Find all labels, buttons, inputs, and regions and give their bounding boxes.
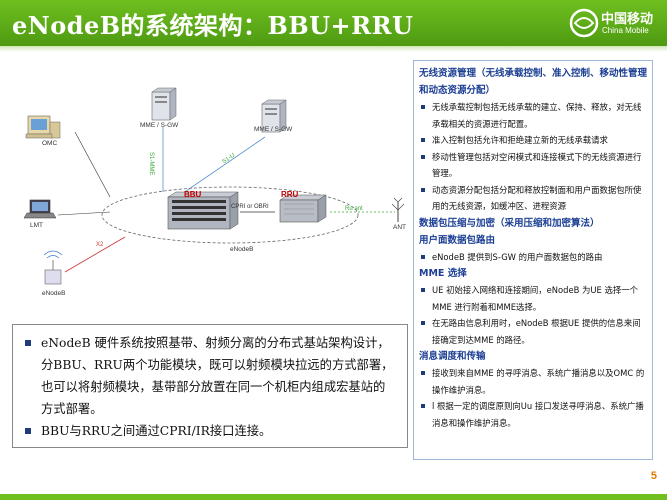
section-heading: MME 选择 (419, 268, 467, 279)
x2-link-label: X2 (96, 242, 104, 248)
square-bullet-icon (421, 105, 425, 109)
enodeb-center-label: eNodeB (230, 246, 254, 253)
mme-sgw-label-1: MME / S-GW (140, 122, 179, 129)
logo-text-zh: 中国移动 (601, 12, 654, 27)
square-bullet-icon (421, 371, 425, 375)
cpri-link-label: CPRI or OBRI (231, 204, 269, 210)
logo-text-en: China Mobile (602, 26, 649, 35)
section-list: 无线承载控制包括无线承载的建立、保持、释放，对无线承载相关的资源进行配置。 准入… (419, 99, 648, 215)
list-item: 移动性管理包括对空闲模式和连接模式下的无线资源进行管理。 (419, 149, 648, 182)
lmt-label: LMT (30, 222, 43, 229)
square-bullet-icon (421, 288, 425, 292)
list-item: eNodeB 硬件系统按照基带、射频分离的分布式基站架构设计，分BBU、RRU两… (23, 332, 397, 420)
ant-label: ANT (393, 224, 406, 231)
square-bullet-icon (421, 254, 425, 259)
mme-server-icon-1 (151, 87, 177, 121)
square-bullet-icon (421, 187, 425, 192)
bbu-label: BBU (184, 190, 202, 199)
enodeb-device-icon (43, 250, 63, 285)
ant-antenna-icon (391, 197, 405, 222)
enodeb-architecture-diagram: MME / S-GW MME / S-GW OMC LMT eNodeB eNo… (0, 52, 412, 314)
s1-u-line (169, 136, 266, 203)
rru-label: RRU (281, 190, 299, 199)
list-item: eNodeB 提供到S-GW 的用户面数据包的路由 (419, 249, 648, 266)
lmt-laptop-icon (23, 199, 57, 219)
square-bullet-icon (25, 428, 31, 434)
section-heading: 数据包压缩与加密（采用压缩和加密算法） (419, 217, 600, 229)
slide-title: eNodeB的系统架构：BBU+RRU (12, 11, 414, 40)
x2-line (64, 236, 126, 273)
list-item: BBU与RRU之间通过CPRI/IR接口连接。 (23, 420, 397, 442)
omc-line (74, 131, 111, 198)
section-heading: 无线资源管理（无线承载控制、准入控制、移动性管理和动态资源分配） (419, 68, 648, 96)
page-number: 5 (650, 470, 657, 482)
square-bullet-icon (25, 340, 31, 346)
list-item: 在无路由信息利用时，eNodeB 根据UE 提供的信息来间接确定到达MME 的路… (419, 315, 648, 348)
list-item: 准入控制包括允许和拒绝建立新的无线承载请求 (419, 132, 648, 149)
title-divider (0, 46, 667, 52)
lmt-line (57, 211, 111, 216)
square-bullet-icon (421, 404, 425, 408)
s1-mme-link-label: S1-MME (148, 152, 154, 176)
hardware-bullet-list: eNodeB 硬件系统按照基带、射频分离的分布式基站架构设计，分BBU、RRU两… (13, 325, 407, 442)
mme-sgw-label-2: MME / S-GW (254, 126, 293, 133)
title-bar: eNodeB的系统架构：BBU+RRU 中国移动 China Mobile (0, 0, 667, 46)
footer-bar (0, 494, 667, 500)
omc-label: OMC (42, 140, 58, 147)
section-heading: 消息调度和传输 (419, 351, 486, 362)
list-item: 动态资源分配包括分配和释放控制面和用户面数据包所使用的无线资源，如缓冲区、进程资… (419, 182, 648, 215)
china-mobile-logo-icon (569, 8, 599, 38)
diagram-graphics (23, 87, 405, 285)
enodeb-ellipse (101, 186, 359, 244)
rru-box-icon (279, 194, 327, 223)
list-item: 无线承载控制包括无线承载的建立、保持、释放，对无线承载相关的资源进行配置。 (419, 99, 648, 132)
list-item: 接收到来自MME 的寻呼消息、系统广播消息以及OMC 的操作维护消息。 (419, 365, 648, 398)
section-list: 接收到来自MME 的寻呼消息、系统广播消息以及OMC 的操作维护消息。 l 根据… (419, 365, 648, 431)
square-bullet-icon (421, 321, 425, 325)
list-item: UE 初始接入网络和连接期间，eNodeB 为UE 选择一个MME 进行附着和M… (419, 282, 648, 315)
hardware-description-box: eNodeB 硬件系统按照基带、射频分离的分布式基站架构设计，分BBU、RRU两… (12, 324, 408, 448)
china-mobile-logo: 中国移动 China Mobile (569, 5, 661, 41)
list-item: l 根据一定的调度原则向Uu 接口发送寻呼消息、系统广播消息和操作维护消息。 (419, 398, 648, 431)
section-heading: 用户面数据包路由 (419, 234, 496, 246)
enodeb-bottom-label: eNodeB (42, 290, 66, 297)
bbu-rack-icon (167, 191, 239, 230)
ant-link-label: Ru ant (345, 206, 363, 212)
mme-server-icon-2 (261, 99, 287, 133)
section-list: eNodeB 提供到S-GW 的用户面数据包的路由 (419, 249, 648, 266)
section-list: UE 初始接入网络和连接期间，eNodeB 为UE 选择一个MME 进行附着和M… (419, 282, 648, 348)
function-description-panel: 无线资源管理（无线承载控制、准入控制、移动性管理和动态资源分配） 无线承载控制包… (413, 60, 653, 460)
omc-computer-icon (25, 115, 61, 139)
square-bullet-icon (421, 138, 425, 142)
square-bullet-icon (421, 154, 425, 159)
